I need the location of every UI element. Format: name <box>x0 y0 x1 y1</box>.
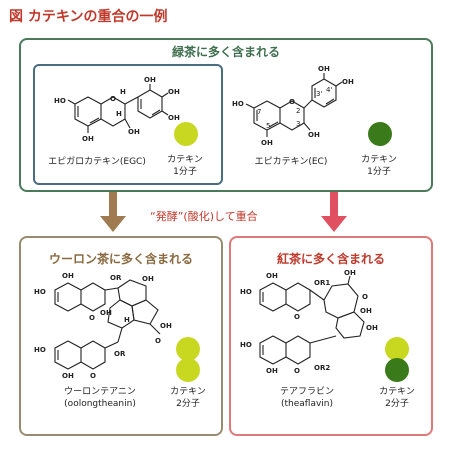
theaflavin-ho-a: HO <box>240 288 252 296</box>
reaction-label: “発酵”(酸化)して重合 <box>150 210 258 223</box>
black-tea-heading: 紅茶に多く含まれる <box>276 252 385 266</box>
oolong-heading: ウーロン茶に多く含まれる <box>48 252 193 266</box>
ec-oh-5: OH <box>261 139 273 147</box>
oolongtheanin-structure: HO OH O OR OH OH OH O HO OH O OR H <box>34 272 172 380</box>
ec-ring-o: O <box>289 98 295 106</box>
ec-num-2: 2 <box>296 107 300 115</box>
ec-unit: カテキン 1分子 <box>361 155 397 177</box>
egc-unit: カテキン 1分子 <box>167 155 203 177</box>
oolong-oh-c: OH <box>100 309 112 317</box>
theaflavin-oh-c: OH <box>360 307 372 315</box>
theaflavin-jp: テアフラビン <box>279 387 334 397</box>
theaflavin-oh-a: OH <box>266 272 278 280</box>
egc-h-3: H <box>116 110 122 118</box>
ec-num-5: 5 <box>266 122 270 130</box>
theaflavin-oh-e: OH <box>266 367 278 375</box>
theaflavin-en: (theaflavin) <box>280 399 334 409</box>
oolong-or: OR <box>110 274 122 282</box>
oolong-oh-a: OH <box>62 272 74 280</box>
egc-ho-7: HO <box>54 97 66 105</box>
oolong-ho-b: HO <box>34 346 46 354</box>
egc-oh-4p: OH <box>168 88 180 96</box>
theaflavin-or2: OR2 <box>314 364 330 372</box>
oolong-o-ketone: O <box>155 337 161 345</box>
figure-title: 図 カテキンの重合の一例 <box>9 9 168 25</box>
theaflavin-oh-b: OH <box>344 269 356 277</box>
arrow-to-black-tea <box>321 192 347 232</box>
black-tea-panel: 紅茶に多く含まれる <box>229 236 433 436</box>
ec-oh-3: OH <box>308 131 320 139</box>
egc-ring-o: O <box>110 95 116 103</box>
ec-num-3: 3 <box>296 120 300 128</box>
arrow-to-oolong <box>100 192 126 232</box>
theaflavin-or1: OR1 <box>314 279 330 287</box>
theaflavin-circle-bottom <box>385 358 409 382</box>
ec-ho-7: HO <box>232 100 244 108</box>
theaflavin-o-b: O <box>294 367 300 375</box>
oolong-or-b: OR <box>114 350 126 358</box>
egc-oh-5p: OH <box>168 114 180 122</box>
theaflavin-o-a: O <box>294 313 300 321</box>
oolong-circle-top <box>176 337 200 361</box>
green-tea-heading: 緑茶に多く含まれる <box>171 45 280 59</box>
oolong-oh-b: OH <box>142 275 154 283</box>
ec-name: エピカテキン(EC) <box>254 157 328 167</box>
theaflavin-unit: カテキン 2分子 <box>379 387 415 409</box>
ec-unit-circle <box>368 122 392 146</box>
egc-unit-circle <box>174 122 198 146</box>
oolong-circle-bottom <box>176 358 200 382</box>
egc-oh-5: OH <box>82 135 94 143</box>
theaflavin-oh-d: OH <box>366 324 378 332</box>
oolong-o-b: O <box>90 372 96 380</box>
oolong-o-a: O <box>89 314 95 322</box>
oolong-unit: カテキン 2分子 <box>170 387 206 409</box>
ec-oh-3p: OH <box>318 65 330 73</box>
egc-structure: HO OH O OH H H OH OH OH <box>54 76 180 143</box>
green-tea-panel: 緑茶に多く含まれる <box>19 38 433 192</box>
oolong-compound-en: (oolongtheanin) <box>64 399 136 409</box>
oolong-panel: ウーロン茶に多く含まれる <box>19 236 223 436</box>
theaflavin-structure: HO OH O OR1 OH O OH OH HO OH O OR2 <box>240 269 378 375</box>
theaflavin-o-ketone: O <box>362 293 368 301</box>
ec-num-4p: 4' <box>326 86 332 94</box>
oolong-ho-a: HO <box>34 288 46 296</box>
theaflavin-ho-b: HO <box>240 341 252 349</box>
oolong-oh-d: OH <box>160 322 172 330</box>
oolong-compound-jp: ウーロンテアニン <box>64 387 136 397</box>
ec-structure: HO OH O OH OH OH 7 5 2 3 3' 4' <box>232 65 354 147</box>
oolong-h: H <box>124 316 130 324</box>
oolong-oh-e: OH <box>62 372 74 380</box>
egc-box <box>33 64 223 185</box>
theaflavin-circle-top <box>385 337 409 361</box>
ec-num-7: 7 <box>257 108 261 116</box>
ec-num-3p: 3' <box>316 90 322 98</box>
egc-h-2: H <box>120 88 126 96</box>
ec-oh-4p: OH <box>342 78 354 86</box>
egc-oh-3p: OH <box>144 76 156 84</box>
egc-name: エピガロカテキン(EGC) <box>48 157 146 167</box>
egc-oh-3: OH <box>128 128 140 136</box>
